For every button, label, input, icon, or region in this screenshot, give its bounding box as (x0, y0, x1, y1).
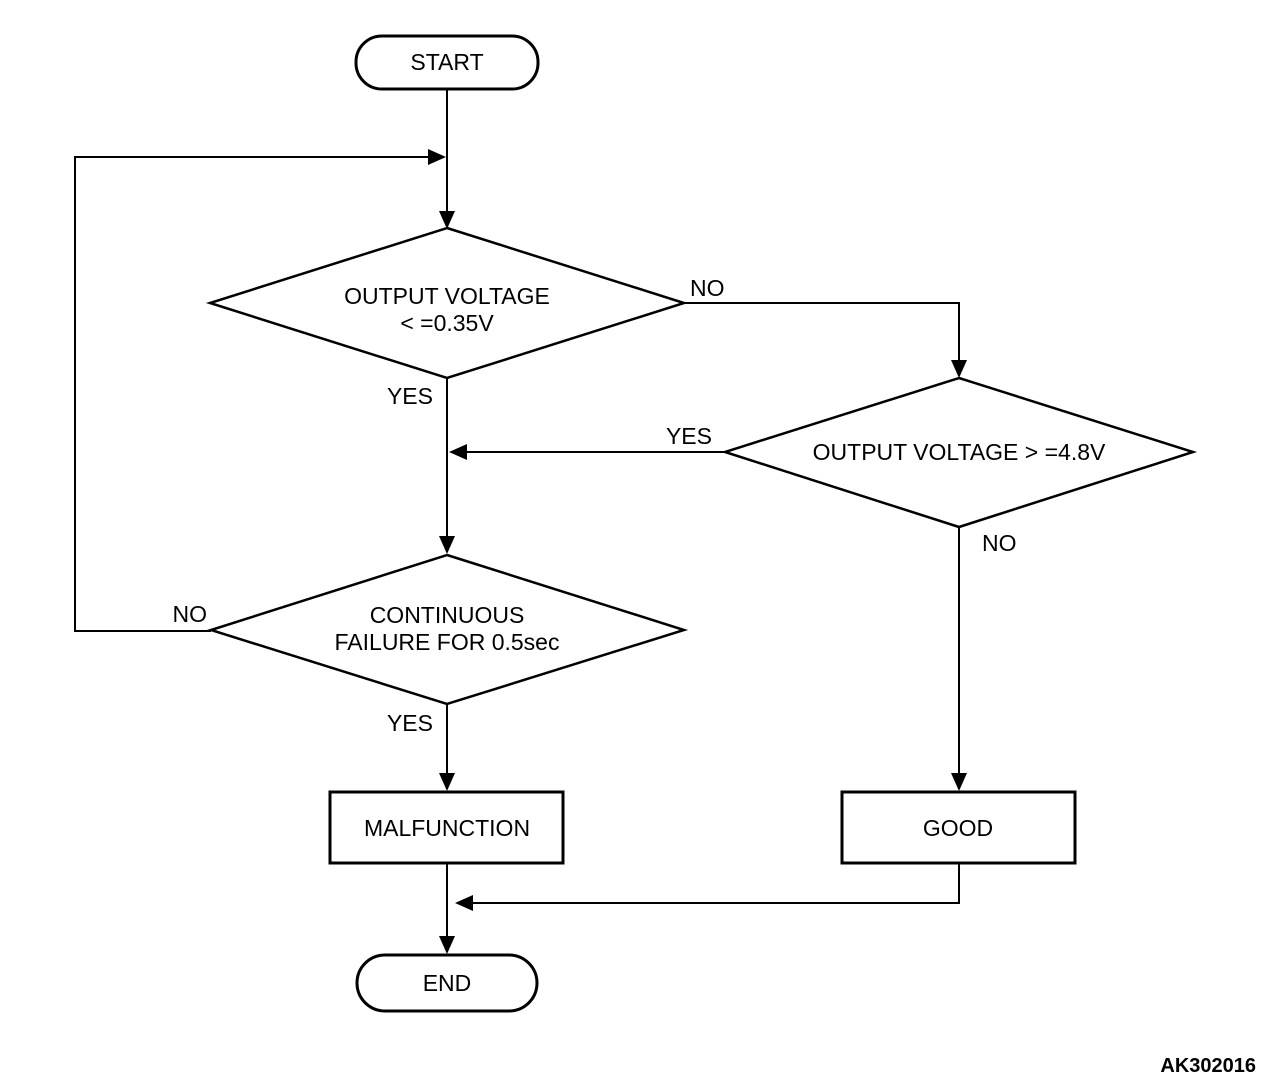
arrowhead-good-to-join (455, 895, 473, 911)
decision3-yes-label: YES (387, 710, 433, 736)
arrowhead-decision3-no-loop (428, 149, 446, 165)
arrowhead-start-to-decision1 (439, 211, 455, 229)
decision2-label: OUTPUT VOLTAGE > =4.8V (813, 439, 1106, 465)
arrowhead-decision1-yes (439, 536, 455, 554)
arrowhead-decision2-yes (449, 444, 467, 460)
end-node (355, 953, 539, 1013)
decision2-voltage-high-node (720, 376, 1198, 529)
decision1-label-line2: < =0.35V (400, 310, 494, 336)
decision1-voltage-low-node (205, 226, 689, 380)
decision2-no-label: NO (982, 530, 1017, 556)
start-node (354, 34, 540, 91)
good-label: GOOD (923, 815, 993, 841)
arrowhead-malfunction-to-end (439, 936, 455, 954)
arrowhead-decision3-yes (439, 773, 455, 791)
end-label: END (423, 970, 472, 996)
decision2-yes-label: YES (666, 423, 712, 449)
edge-decision3-no-loop (74, 156, 429, 632)
decision1-label-line1: OUTPUT VOLTAGE (344, 283, 550, 309)
edge-decision1-no (684, 302, 960, 362)
decision3-continuous-failure-node (206, 553, 689, 706)
decision3-label-line1: CONTINUOUS (370, 602, 525, 628)
figure-code-label: AK302016 (1160, 1055, 1256, 1077)
start-label: START (410, 49, 483, 75)
decision3-label-line2: FAILURE FOR 0.5sec (335, 629, 560, 655)
arrowhead-decision2-no (951, 773, 967, 791)
arrowhead-decision1-no (951, 360, 967, 378)
decision3-no-label: NO (173, 601, 208, 627)
malfunction-node (328, 790, 565, 865)
good-node (840, 790, 1077, 865)
decision1-yes-label: YES (387, 383, 433, 409)
decision1-no-label: NO (690, 275, 725, 301)
malfunction-label: MALFUNCTION (364, 815, 530, 841)
edge-good-to-join (472, 863, 960, 904)
